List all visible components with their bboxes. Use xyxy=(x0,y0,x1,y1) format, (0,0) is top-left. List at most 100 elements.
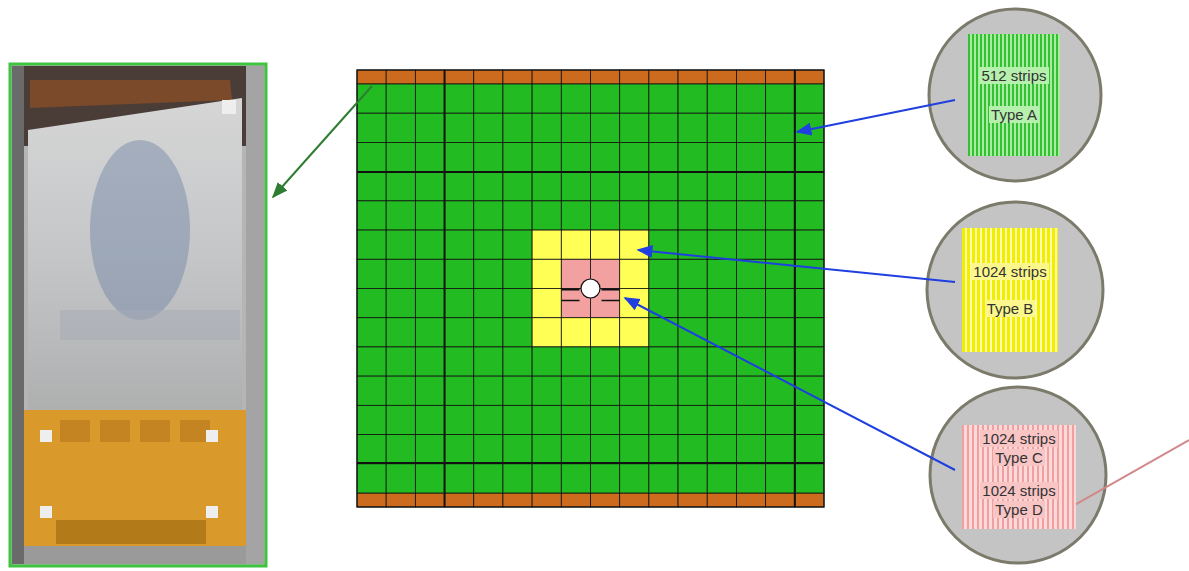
sensor-tile xyxy=(445,142,474,171)
sensor-tile xyxy=(445,70,474,84)
sensor-tile xyxy=(415,318,444,347)
sensor-tile xyxy=(357,259,386,288)
sensor-tile xyxy=(503,172,532,201)
sensor-tile xyxy=(707,201,736,230)
sensor-tile xyxy=(649,70,678,84)
sensor-tile xyxy=(678,405,707,434)
sensor-tile xyxy=(591,230,620,259)
sensor-tile xyxy=(736,201,765,230)
sensor-label: 1024 strips xyxy=(971,263,1048,280)
sensor-split xyxy=(561,289,579,291)
mount-pad xyxy=(222,100,236,114)
sensor-tile xyxy=(736,318,765,347)
sensor-tile xyxy=(445,347,474,376)
sensor-label: 512 strips xyxy=(979,67,1048,84)
strip-sensor-box: 512 stripsType A xyxy=(968,34,1060,156)
sensor-tile xyxy=(503,376,532,405)
sensor-label: 1024 strips xyxy=(980,482,1057,499)
sensor-tile xyxy=(766,142,795,171)
sensor-tile xyxy=(386,142,415,171)
sensor-tile xyxy=(474,230,503,259)
sensor-tile xyxy=(620,259,649,288)
sensor-tile xyxy=(707,84,736,113)
sensor-tile xyxy=(707,142,736,171)
sensor-tile xyxy=(357,230,386,259)
sensor-tile xyxy=(415,70,444,84)
sensor-tile xyxy=(474,347,503,376)
sensor-tile xyxy=(736,142,765,171)
sensor-tile xyxy=(707,464,736,493)
sensor-tile xyxy=(532,289,561,318)
sensor-tile xyxy=(474,142,503,171)
readout-chip xyxy=(100,420,130,442)
sensor-tile xyxy=(620,493,649,507)
sensor-tile xyxy=(503,113,532,142)
sensor-tile xyxy=(474,70,503,84)
sensor-tile xyxy=(357,142,386,171)
sensor-tile xyxy=(445,289,474,318)
sensor-tile xyxy=(532,113,561,142)
sensor-tile xyxy=(649,464,678,493)
sensor-tile xyxy=(415,289,444,318)
sensor-tile xyxy=(649,318,678,347)
sensor-tile xyxy=(795,289,824,318)
sensor-tile xyxy=(386,347,415,376)
sensor-tile xyxy=(415,464,444,493)
sensor-tile xyxy=(445,259,474,288)
sensor-label: 1024 strips xyxy=(980,430,1057,447)
sensor-tile xyxy=(766,376,795,405)
sensor-tile xyxy=(707,70,736,84)
sensor-tile xyxy=(707,230,736,259)
sensor-tile xyxy=(736,493,765,507)
sensor-tile xyxy=(503,289,532,318)
sensor-tile xyxy=(357,113,386,142)
mount-pad xyxy=(206,430,218,442)
sensor-tile xyxy=(736,259,765,288)
sensor-tile xyxy=(766,201,795,230)
photo-edge xyxy=(12,66,24,564)
sensor-tile xyxy=(532,259,561,288)
sensor-reflection xyxy=(60,310,240,340)
sensor-split xyxy=(602,289,620,291)
sensor-tile xyxy=(415,405,444,434)
sensor-tile xyxy=(678,435,707,464)
sensor-tile xyxy=(766,493,795,507)
sensor-reflection xyxy=(90,140,190,320)
sensor-tile xyxy=(678,84,707,113)
sensor-tile xyxy=(445,405,474,434)
sensor-tile xyxy=(561,435,590,464)
zoom-circle xyxy=(929,9,1101,181)
sensor-tile xyxy=(357,318,386,347)
sensor-tile xyxy=(474,259,503,288)
sensor-tile xyxy=(445,435,474,464)
sensor-tile xyxy=(357,347,386,376)
sensor-tile xyxy=(474,376,503,405)
sensor-tile xyxy=(503,464,532,493)
sensor-tile xyxy=(415,435,444,464)
sensor-tile xyxy=(386,318,415,347)
sensor-tile xyxy=(649,84,678,113)
module-boundary xyxy=(357,171,824,173)
sensor-tile xyxy=(445,172,474,201)
sensor-tile xyxy=(795,172,824,201)
sensor-tile xyxy=(532,435,561,464)
sensor-tile xyxy=(474,464,503,493)
sensor-tile xyxy=(386,493,415,507)
sensor-tile xyxy=(474,84,503,113)
sensor-tile xyxy=(620,405,649,434)
sensor-tile xyxy=(707,376,736,405)
sensor-tile xyxy=(503,201,532,230)
sensor-tile xyxy=(649,142,678,171)
sensor-tile xyxy=(445,376,474,405)
sensor-tile xyxy=(620,376,649,405)
sensor-tile xyxy=(766,347,795,376)
leader-line xyxy=(625,298,955,470)
sensor-tile xyxy=(474,493,503,507)
sensor-tile xyxy=(561,142,590,171)
sensor-tile xyxy=(766,318,795,347)
sensor-tile xyxy=(474,289,503,318)
sensor-tile xyxy=(474,172,503,201)
sensor-tile xyxy=(649,259,678,288)
sensor-tile xyxy=(561,172,590,201)
